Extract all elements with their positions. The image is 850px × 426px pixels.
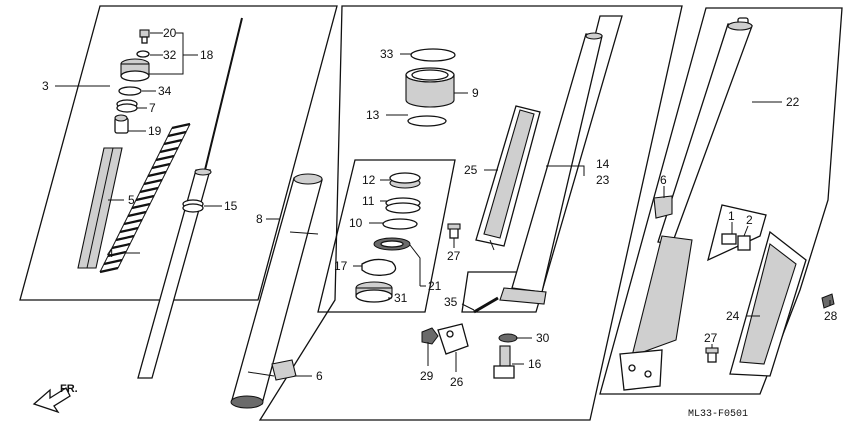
- callout-15: 15: [224, 199, 238, 213]
- callout-24: 24: [726, 309, 740, 323]
- stopper-ring-17: [361, 258, 397, 276]
- bolt-16: [493, 345, 515, 379]
- callout-19: 19: [148, 124, 162, 138]
- callout-32: 32: [163, 48, 177, 62]
- fork-leg-22: [619, 17, 753, 391]
- dust-seal-sub-ring: [373, 237, 411, 251]
- callout-28: 28: [824, 309, 838, 323]
- clamp-guard-6-lower: [271, 359, 297, 381]
- callout-20: 20: [163, 26, 177, 40]
- spacer-19: [114, 114, 129, 134]
- callout-29: 29: [420, 369, 434, 383]
- callout-12: 12: [362, 173, 376, 187]
- o-ring-32: [136, 50, 150, 58]
- callout-7: 7: [149, 101, 156, 115]
- fork-slider-14: [499, 32, 603, 305]
- oil-seal-12: [389, 172, 421, 189]
- bushing-9: [405, 67, 455, 108]
- callout-27-upper: 27: [447, 249, 461, 263]
- axle-holder-26: [437, 323, 469, 355]
- direction-label: FR.: [60, 383, 78, 395]
- callout-14: 14: [596, 157, 610, 171]
- callout-5: 5: [128, 193, 135, 207]
- bolt-28: [821, 293, 835, 309]
- callout-6-lower: 6: [316, 369, 323, 383]
- callout-3: 3: [42, 79, 49, 93]
- callout-16: 16: [528, 357, 542, 371]
- bolt-20: [139, 29, 150, 44]
- callout-26: 26: [450, 375, 464, 389]
- callout-34: 34: [158, 84, 172, 98]
- lower-fork-tube-panel: [258, 5, 683, 421]
- callout-18: 18: [200, 48, 214, 62]
- diagram-code: ML33-F0501: [688, 409, 748, 420]
- callout-13: 13: [366, 108, 380, 122]
- callout-8: 8: [256, 212, 263, 226]
- clamp-guard-6-upper: [653, 195, 673, 219]
- stopper-ring-13: [407, 115, 447, 127]
- callout-35: 35: [444, 295, 458, 309]
- bolt-27-upper: [447, 223, 461, 239]
- callout-1: 1: [728, 209, 735, 223]
- piston-ring-15: [182, 199, 204, 213]
- collar-7: [116, 99, 138, 113]
- nut-29: [421, 327, 439, 345]
- callout-2: 2: [746, 213, 753, 227]
- callout-21: 21: [428, 279, 442, 293]
- callout-10: 10: [349, 216, 363, 230]
- callout-9: 9: [472, 86, 479, 100]
- callout-22: 22: [786, 95, 800, 109]
- washer-10: [382, 218, 418, 230]
- dust-seal-31: [355, 281, 393, 303]
- left-fork-inner-assembly-panel: [19, 5, 338, 301]
- callout-4: 4: [107, 246, 114, 260]
- right-fork-leg-panel: [599, 7, 843, 395]
- o-ring-34: [118, 86, 142, 96]
- fork-protector-25: [475, 105, 541, 251]
- callout-30: 30: [536, 331, 550, 345]
- fork-tube-8: [230, 173, 323, 409]
- oil-seal-group-panel: [317, 159, 456, 313]
- callout-6-upper: 6: [660, 173, 667, 187]
- fork-protector-subpanel: [707, 204, 767, 262]
- fork-protector-24: [729, 230, 807, 377]
- callout-11: 11: [362, 194, 375, 208]
- back-up-ring-11: [385, 197, 421, 214]
- callout-27-lower: 27: [704, 331, 718, 345]
- fork-cap-bolt-18: [120, 58, 150, 82]
- damper-rod: [137, 17, 243, 379]
- callout-31: 31: [394, 291, 408, 305]
- callout-25: 25: [464, 163, 478, 177]
- callout-17: 17: [334, 259, 348, 273]
- o-ring-33: [410, 48, 456, 62]
- fork-spring-4: [99, 122, 191, 274]
- callout-23: 23: [596, 173, 610, 187]
- callout-33: 33: [380, 47, 394, 61]
- bolt-27-lower: [705, 347, 719, 363]
- callout-leaders: [55, 32, 831, 377]
- washer-30: [498, 333, 518, 343]
- front-direction-arrow-icon: [32, 387, 71, 414]
- axle-pinch-bolt-35: [473, 296, 499, 314]
